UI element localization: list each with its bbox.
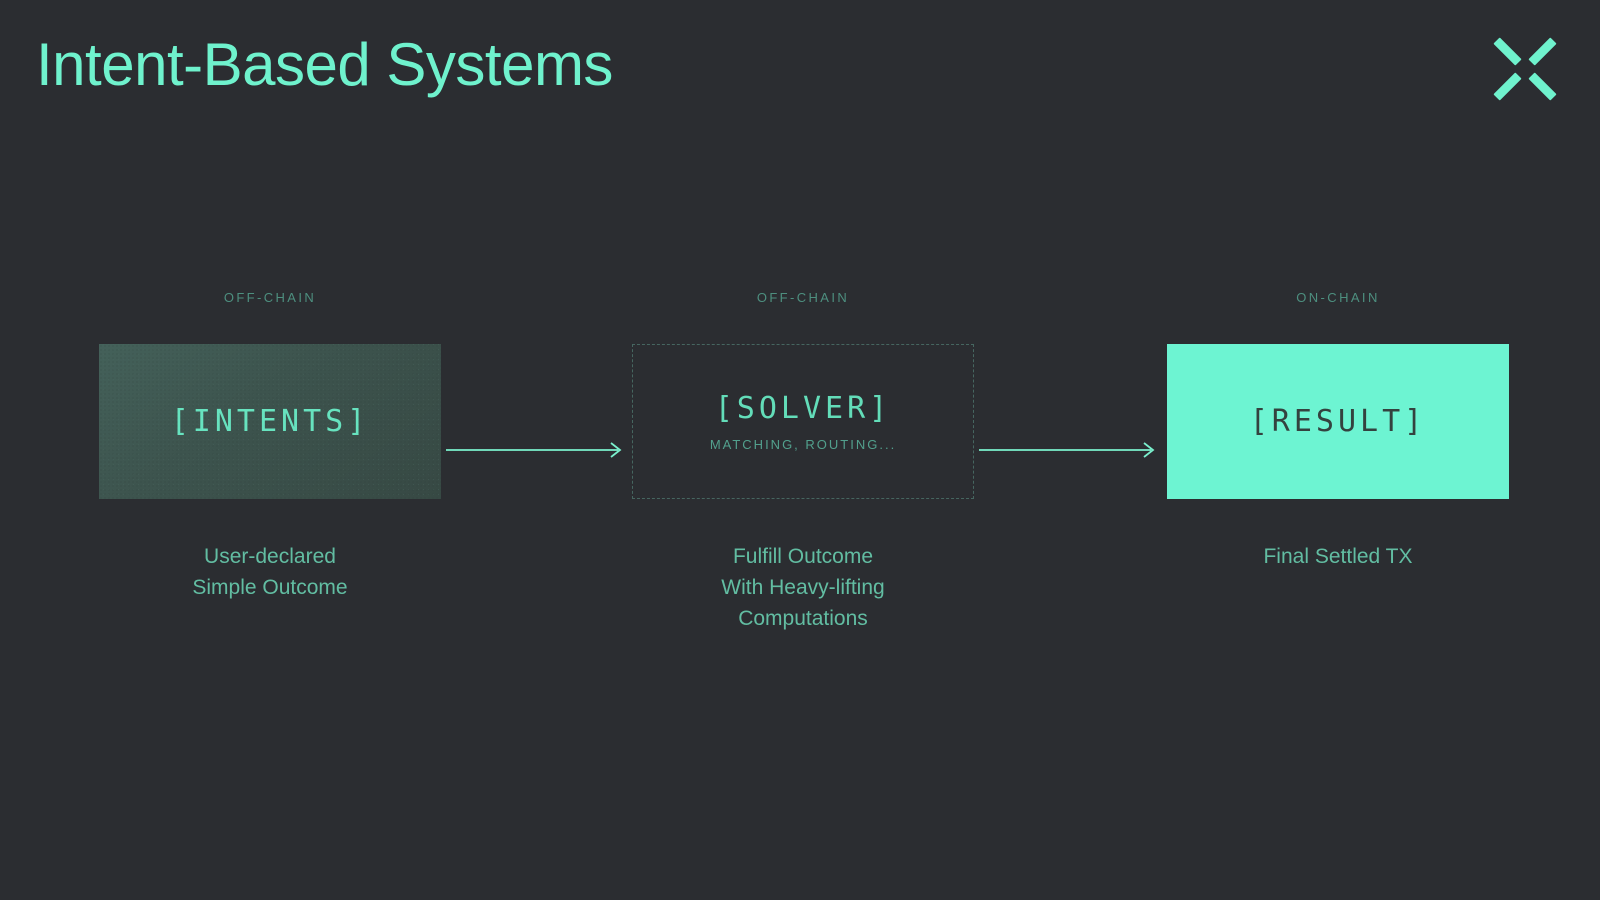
stage-solver-subtitle: MATCHING, ROUTING... [709, 437, 897, 452]
caption-line: Computations [738, 607, 868, 630]
x-mark-logo-icon [1492, 36, 1558, 102]
caption-line: Fulfill Outcome [732, 545, 874, 568]
logo-stroke-bottom-right [1528, 72, 1557, 101]
stage-solver-label: [SOLVER] [714, 391, 892, 426]
page-title: Intent-Based Systems [36, 31, 613, 98]
logo-stroke-bottom-left [1493, 72, 1522, 101]
stage-result: ON-CHAIN [RESULT] Final Settled TX [1167, 290, 1509, 572]
stage-intents-caption: User-declared Simple Outcome [99, 541, 441, 603]
stage-solver-tag: OFF-CHAIN [756, 290, 850, 305]
arrow-solver-to-result [979, 441, 1157, 459]
stage-solver-box[interactable]: [SOLVER] MATCHING, ROUTING... [632, 344, 974, 499]
stage-result-tag: ON-CHAIN [1296, 290, 1380, 305]
stage-result-caption: Final Settled TX [1167, 541, 1509, 572]
stage-solver: OFF-CHAIN [SOLVER] MATCHING, ROUTING... … [632, 290, 974, 634]
stage-result-label: [RESULT] [1249, 404, 1427, 439]
stage-intents-tag: OFF-CHAIN [223, 290, 317, 305]
logo-stroke-top-left [1493, 37, 1522, 66]
stage-result-box[interactable]: [RESULT] [1167, 344, 1509, 499]
stage-intents-box[interactable]: [INTENTS] [99, 344, 441, 499]
stage-intents-label: [INTENTS] [170, 404, 370, 439]
stage-solver-caption: Fulfill Outcome With Heavy-lifting Compu… [632, 541, 974, 634]
caption-line: Final Settled TX [1263, 545, 1413, 568]
logo-stroke-top-right [1528, 37, 1557, 66]
caption-line: User-declared [204, 545, 336, 568]
stage-intents: OFF-CHAIN [INTENTS] User-declared Simple… [99, 290, 441, 603]
caption-line: Simple Outcome [192, 576, 348, 599]
caption-line: With Heavy-lifting [721, 576, 885, 599]
flow-diagram: OFF-CHAIN [INTENTS] User-declared Simple… [0, 290, 1600, 670]
arrow-intents-to-solver [446, 441, 624, 459]
